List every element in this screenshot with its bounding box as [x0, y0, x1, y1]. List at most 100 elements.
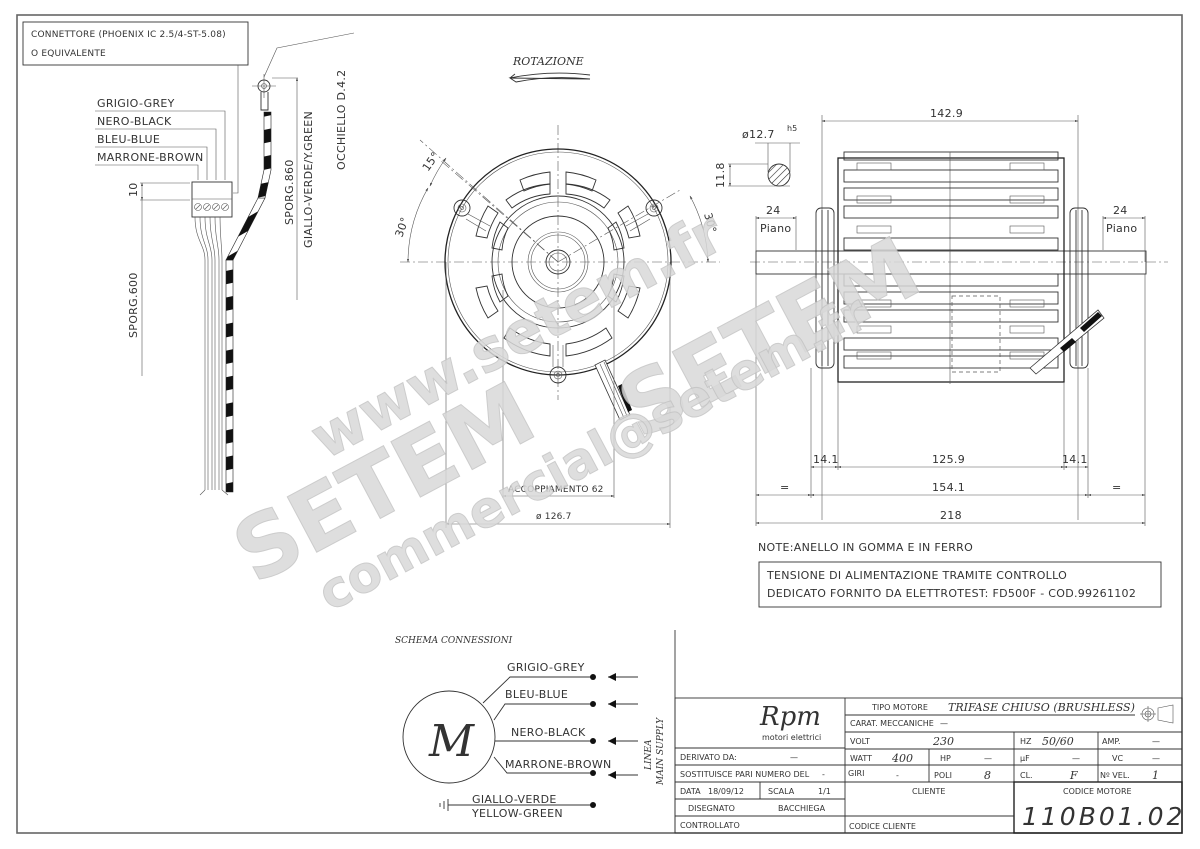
connector-note-line2: O EQUIVALENTE	[31, 49, 106, 59]
derivato-label: DERIVATO DA:	[680, 753, 737, 762]
dim-equal-right: =	[1112, 481, 1122, 494]
codice-motore-label: CODICE MOTORE	[1063, 787, 1132, 796]
codice-motore-value: 110B01.02	[1022, 802, 1185, 831]
dim-body-length: 125.9	[932, 453, 965, 466]
controllato-label: CONTROLLATO	[680, 821, 740, 830]
flat-label-left: Piano	[760, 222, 791, 235]
ground-wire-label: GIALLO-VERDE/Y.GREEN	[302, 111, 315, 248]
watermark: www.setem.fr SETEM SETEM commercial@sete…	[217, 197, 936, 623]
scala-label: SCALA	[768, 787, 795, 796]
sostituisce-label: SOSTITUISCE PARI NUMERO DEL	[680, 770, 810, 779]
wire-label-list: GRIGIO-GREY NERO-BLACK BLEU-BLUE MARRONE…	[95, 97, 226, 180]
schema-wire-grey: GRIGIO-GREY	[507, 661, 585, 674]
giri-value: -	[896, 771, 899, 780]
codice-cliente-label: CODICE CLIENTE	[849, 822, 916, 831]
dim-flat-right: 24	[1113, 204, 1128, 217]
dim-flat-left: 24	[766, 204, 781, 217]
supply-note-line2: DEDICATO FORNITO DA ELETTROTEST: FD500F …	[767, 587, 1136, 600]
flat-label-right: Piano	[1106, 222, 1137, 235]
shaft-tolerance: h5	[787, 124, 797, 133]
giri-label: GIRI	[848, 769, 864, 778]
vc-value: —	[1152, 754, 1160, 763]
dim-body-overall: 142.9	[930, 107, 963, 120]
side-view: 142.9 ø12.7 h5 11.8	[714, 107, 1168, 526]
mounting-lug-bottom	[549, 345, 567, 384]
cl-value: F	[1069, 769, 1078, 782]
cliente-label: CLIENTE	[912, 787, 945, 796]
disegnato-label: DISEGNATO	[688, 804, 735, 813]
angle-30-left: 30°	[393, 215, 412, 239]
angle-30-right: 30°	[701, 211, 719, 234]
data-value: 18/09/12	[708, 787, 744, 796]
dim-ring-right: 14.1	[1062, 453, 1088, 466]
amp-label: AMP.	[1102, 737, 1121, 746]
dim-diameter: ø 126.7	[536, 512, 572, 522]
drawing-frame	[16, 14, 1183, 834]
carat-label: CARAT. MECCANICHE	[850, 719, 934, 728]
lead-wires	[194, 111, 272, 496]
sostituisce-value: -	[822, 770, 825, 779]
dim-shaft-flat: 11.8	[714, 162, 727, 188]
volt-value: 230	[932, 735, 954, 748]
connector-note-box: CONNETTORE (PHOENIX IC 2.5/4-ST-5.08) O …	[22, 21, 249, 66]
mounting-lug-right	[625, 199, 663, 232]
vc-label: VC	[1112, 754, 1123, 763]
hz-label: HZ	[1020, 737, 1032, 746]
wire-label-brown: MARRONE-BROWN	[97, 151, 204, 164]
tipo-motore-label: TIPO MOTORE	[871, 703, 928, 712]
watt-label: WATT	[850, 754, 872, 763]
watt-value: 400	[891, 752, 913, 765]
dim-coupling: ACCOPPIAMENTO 62	[508, 485, 604, 495]
wire-label-black: NERO-BLACK	[97, 115, 172, 128]
dim-lead-length: SPORG.600	[127, 272, 140, 338]
supply-label-line2: MAIN SUPPLY	[656, 717, 666, 786]
dim-equal-left: =	[780, 481, 790, 494]
supply-label-line1: LINEA	[644, 739, 654, 771]
wire-label-blue: BLEU-BLUE	[97, 133, 160, 146]
dim-between-rings: 154.1	[932, 481, 965, 494]
dim-overall-length: 218	[940, 509, 962, 522]
dim-connector-height: 10	[127, 182, 140, 197]
motor-symbol: M	[428, 716, 475, 767]
note-ring: NOTE:ANELLO IN GOMMA E IN FERRO	[758, 541, 973, 554]
disegnato-value: BACCHIEGA	[778, 804, 826, 813]
hp-value: —	[984, 754, 992, 763]
dim-shaft-diameter: ø12.7	[742, 128, 775, 141]
connection-schema: SCHEMA CONNESSIONI M GRIGIO-GREY BLEU-BL…	[395, 636, 666, 820]
tipo-motore-value: TRIFASE CHIUSO (BRUSHLESS)	[948, 701, 1135, 714]
connector-note-line1: CONNETTORE (PHOENIX IC 2.5/4-ST-5.08)	[31, 30, 226, 40]
rotation-label: ROTAZIONE	[512, 55, 584, 68]
ring-terminal	[252, 74, 276, 111]
phoenix-connector	[191, 181, 233, 218]
supply-note-box: TENSIONE DI ALIMENTAZIONE TRAMITE CONTRO…	[758, 561, 1162, 608]
dim-ground-length: SPORG.860	[283, 159, 296, 225]
schema-title: SCHEMA CONNESSIONI	[395, 636, 513, 646]
scala-value: 1/1	[818, 787, 831, 796]
derivato-value: —	[790, 753, 798, 762]
company-logo: Rpm	[759, 702, 821, 732]
poli-label: POLI	[934, 771, 952, 780]
uf-value: —	[1072, 754, 1080, 763]
schema-ground-line2: YELLOW-GREEN	[471, 807, 563, 820]
poli-value: 8	[984, 769, 991, 782]
schema-wire-black: NERO-BLACK	[511, 726, 586, 739]
carat-value: —	[940, 719, 948, 728]
title-block: Rpm motori elettrici DERIVATO DA: — SOST…	[674, 697, 1185, 834]
nvel-label: Nº VEL.	[1100, 771, 1130, 780]
company-logo-sub: motori elettrici	[762, 733, 821, 742]
hp-label: HP	[940, 754, 951, 763]
uf-label: µF	[1020, 754, 1030, 763]
data-label: DATA	[680, 787, 701, 796]
schema-wire-brown: MARRONE-BROWN	[505, 758, 612, 771]
wire-label-grey: GRIGIO-GREY	[97, 97, 175, 110]
schema-ground-line1: GIALLO-VERDE	[472, 793, 557, 806]
front-view: ROTAZIONE	[393, 55, 720, 528]
hz-value: 50/60	[1042, 735, 1074, 748]
nvel-value: 1	[1152, 769, 1159, 782]
angle-15: 15°	[420, 150, 442, 174]
mounting-lug-left	[453, 199, 491, 232]
amp-value: —	[1152, 737, 1160, 746]
supply-note-line1: TENSIONE DI ALIMENTAZIONE TRAMITE CONTRO…	[766, 569, 1067, 582]
ring-terminal-label: OCCHIELLO D.4.2	[335, 70, 348, 170]
